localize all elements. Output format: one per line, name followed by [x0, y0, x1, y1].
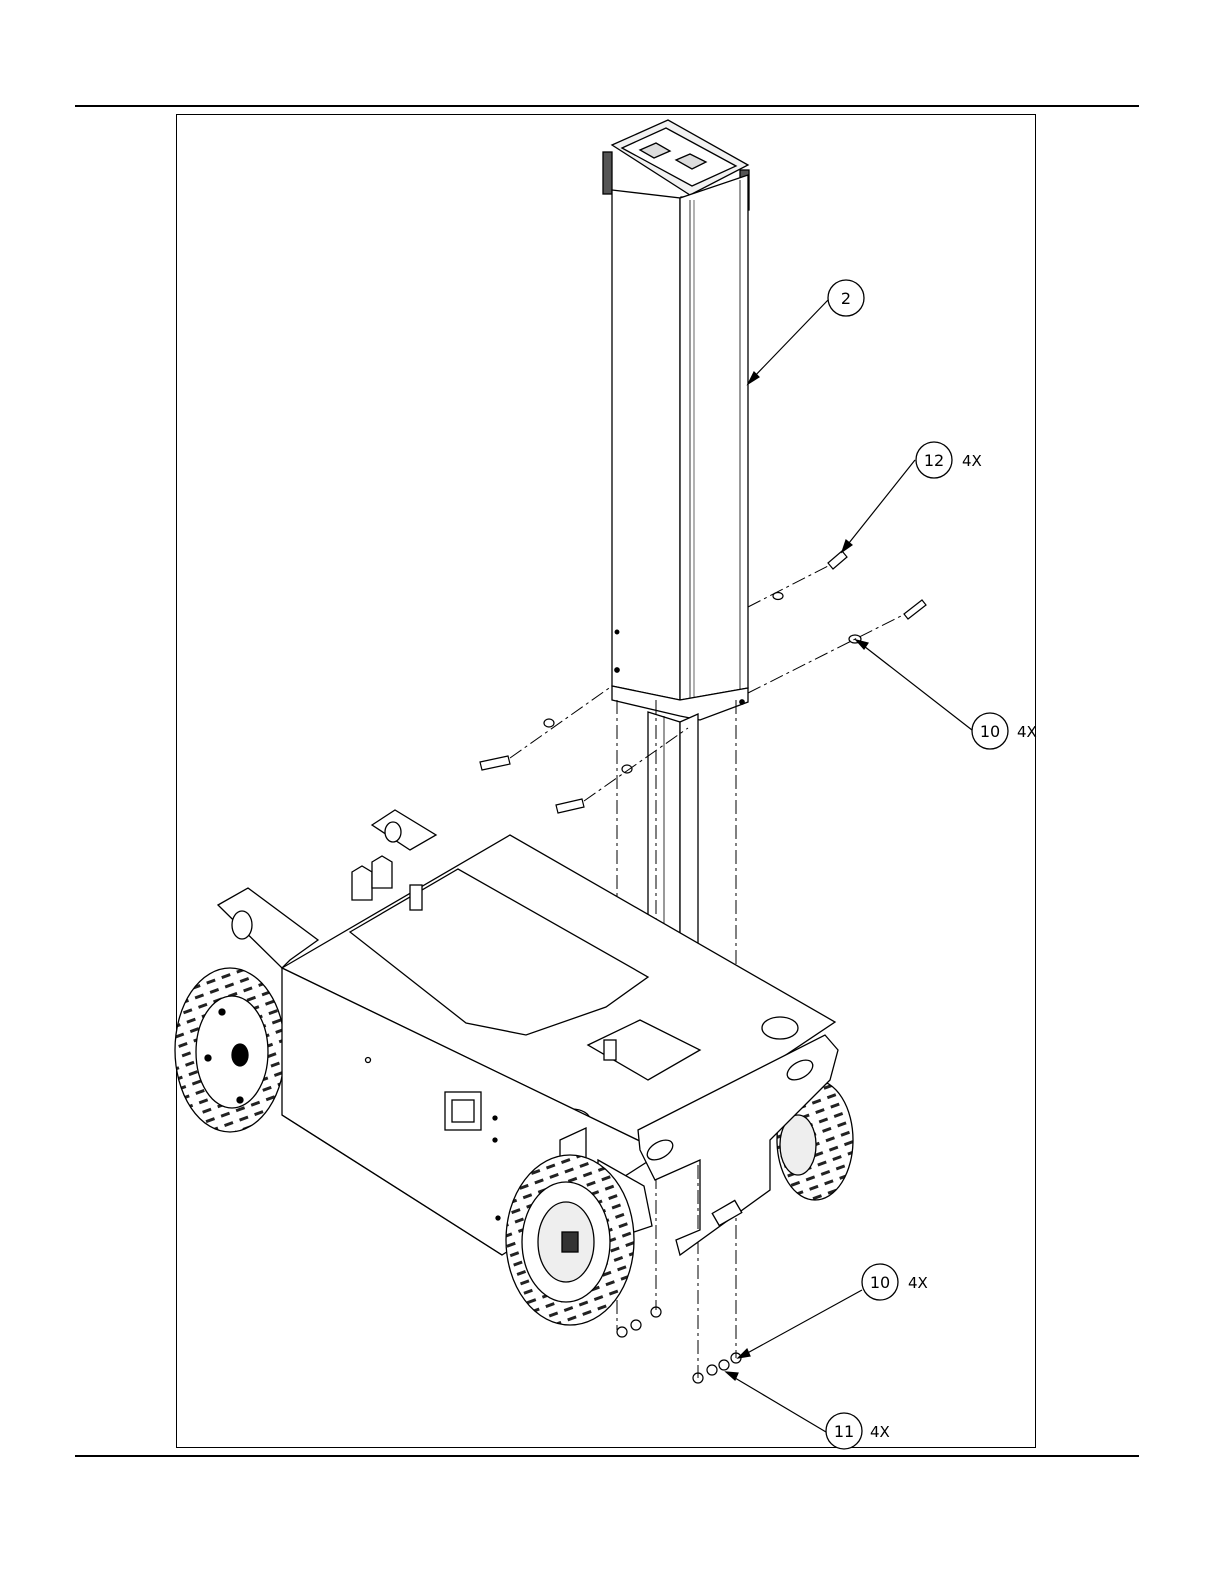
callout-quantity: 4X [908, 1274, 928, 1292]
callout-quantity: 4X [962, 452, 982, 470]
base-chassis [175, 810, 853, 1255]
callout-10-upper: 10 4X [972, 713, 1037, 749]
callout-12: 12 4X [916, 442, 982, 478]
callout-item-number: 11 [834, 1422, 854, 1441]
front-drive-wheel [506, 1155, 634, 1325]
callout-quantity: 4X [870, 1423, 890, 1441]
callout-item-number: 12 [924, 451, 944, 470]
callout-2: 2 [828, 280, 864, 316]
callout-quantity: 4X [1017, 723, 1037, 741]
callout-item-number: 2 [841, 289, 851, 308]
callout-10-lower: 10 4X [862, 1264, 928, 1300]
callout-11: 11 4X [826, 1413, 890, 1449]
rear-left-wheel [175, 968, 285, 1132]
callout-item-number: 10 [870, 1273, 890, 1292]
callout-item-number: 10 [980, 722, 1000, 741]
